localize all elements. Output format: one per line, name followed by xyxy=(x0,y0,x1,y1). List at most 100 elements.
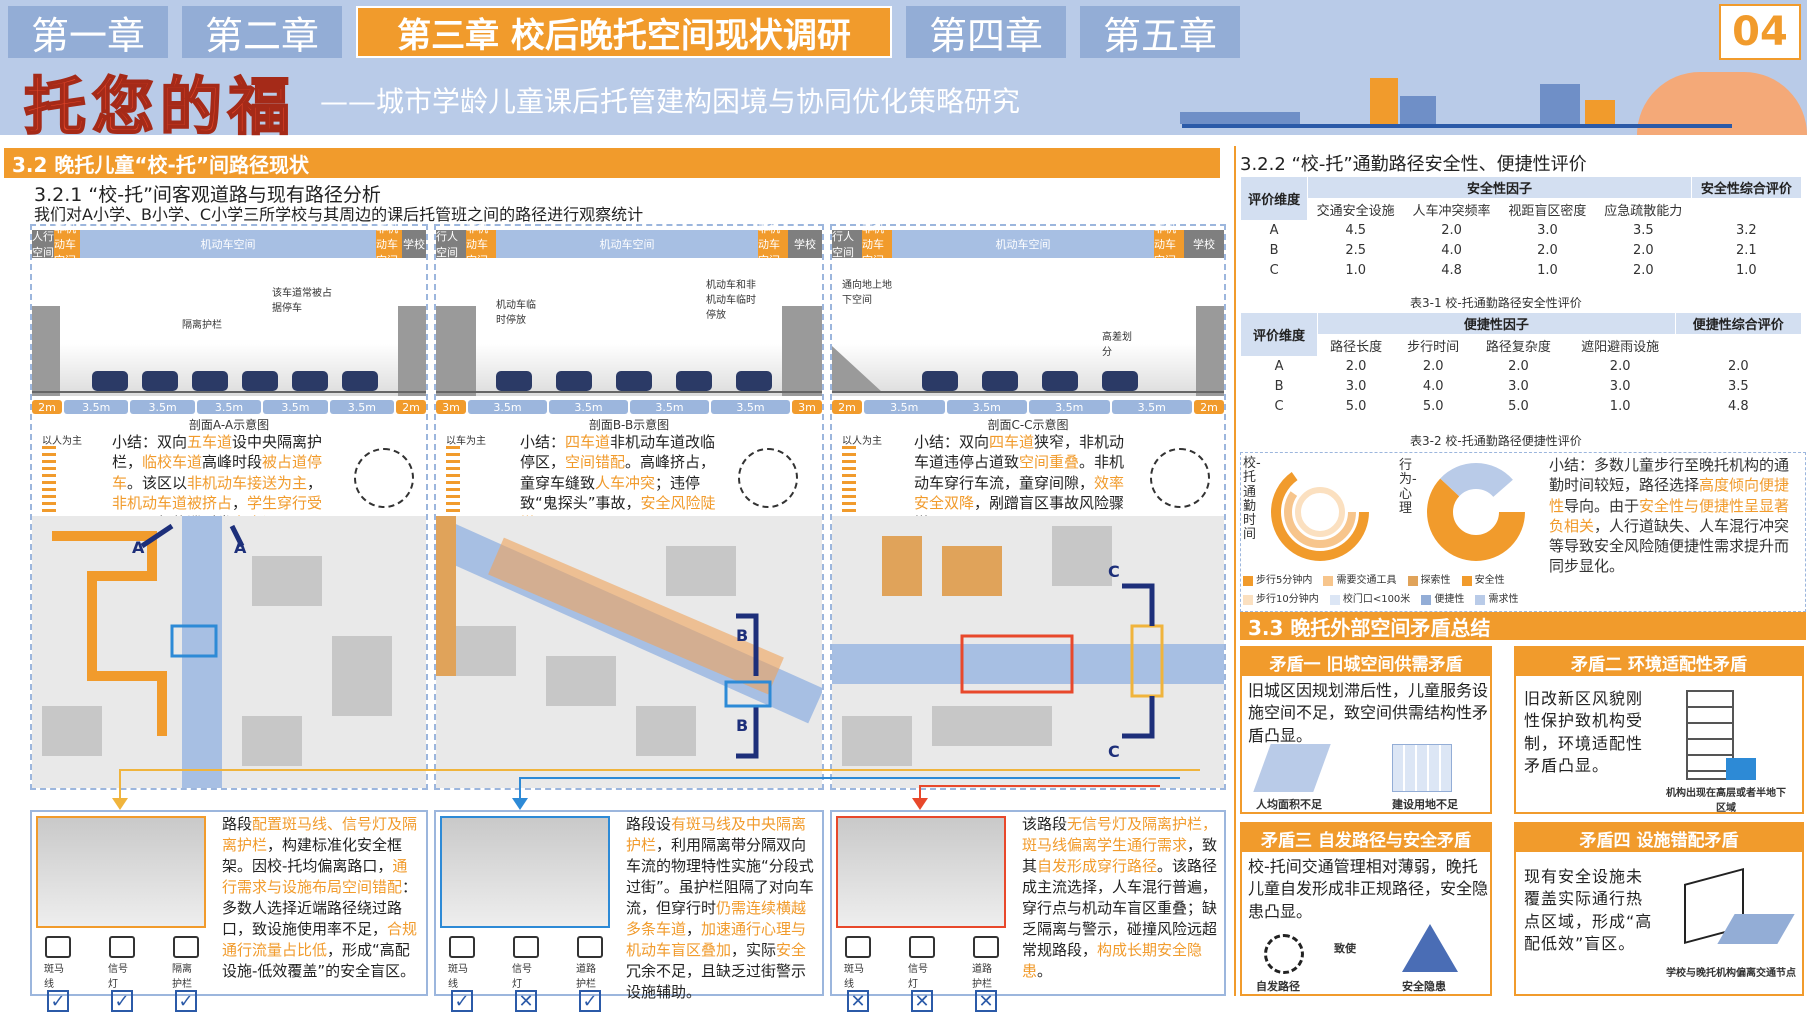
conflict-text: 现有安全设施未覆盖实际通行热点区域，形成“高配低效”盲区。 xyxy=(1524,867,1653,954)
conflict-box-3: 矛盾三 自发路径与安全矛盾 校-托间交通管理相对薄弱，晚托儿童自发形成非正规路径… xyxy=(1240,822,1492,996)
road-diagram-icon xyxy=(42,446,56,524)
summary-text: ，人行道缺失、人车混行冲突等导致安全风险随便捷性需求提升而同步显化。 xyxy=(1549,516,1790,576)
tab-chapter-5[interactable]: 第五章 xyxy=(1080,6,1240,58)
icon-label: 道路护栏 xyxy=(576,964,596,990)
highlight-text: 四车道 xyxy=(989,433,1035,451)
highlight-text: 四车道 xyxy=(565,433,611,451)
page-number: 04 xyxy=(1719,4,1801,60)
icon-caption: 人均面积不足 xyxy=(1256,798,1322,811)
conflict-box-2: 矛盾二 环境适配性矛盾 旧改新区风貌刚性保护致机构受制，环境适配性矛盾凸显。 机… xyxy=(1514,646,1804,814)
dimension-strip: 3m 3.5m 3.5m 3.5m 3.5m 3m xyxy=(436,400,822,414)
factor-header: 步行时间 xyxy=(1394,334,1473,357)
cross-icon: ✕ xyxy=(975,990,997,1012)
dim-label: 3.5m xyxy=(864,400,945,414)
tab-chapter-1[interactable]: 第一章 xyxy=(8,6,168,58)
cell: 4.8 xyxy=(1674,396,1803,417)
cross-section-illustration: 通向地上地下空间 高差划分 xyxy=(832,266,1224,396)
tab-chapter-3[interactable]: 第三章 校后晚托空间现状调研 xyxy=(356,6,892,58)
cell: 1.0 xyxy=(1498,260,1596,281)
cell: 2.0 xyxy=(1403,220,1500,241)
section-caption: 剖面A-A示意图 xyxy=(188,418,270,432)
check-icon: ✓ xyxy=(579,990,601,1012)
conflict-title: 矛盾二 环境适配性矛盾 xyxy=(1516,648,1802,676)
factor-header xyxy=(1674,334,1803,357)
cross-section-panel-a: 人行空间 非机动车空间 机动车空间 非机动车空间 学校 隔离护栏 该车道常被占据… xyxy=(30,222,428,790)
text-fragment: ， xyxy=(307,473,323,492)
case-description: 路段设有斑马线及中央隔离护栏，利用隔离带分隔双向车流的物理特性实施“分段式过街”… xyxy=(626,814,818,1003)
tab-chapter-2[interactable]: 第二章 xyxy=(182,6,342,58)
cell: 2.0 xyxy=(1564,356,1676,377)
text-fragment: 冗余不足，且缺乏过街警示设施辅助。 xyxy=(626,962,807,1001)
highlight-text: 合规通行流量占比低 xyxy=(222,920,418,959)
cars-icon xyxy=(436,306,822,396)
highlight-text: 加速通行心理与机动车盲区叠加 xyxy=(626,920,807,959)
connector-lines xyxy=(112,769,1200,810)
highlight-text: 五车道 xyxy=(187,433,233,451)
dim-label: 3.5m xyxy=(468,400,547,414)
highlight-text: 有斑马线及中央隔离护栏 xyxy=(626,815,807,854)
donut-label: 校-托通勤时间 xyxy=(1243,456,1261,543)
cell: 2.1 xyxy=(1690,240,1803,261)
conflict-text: 旧改新区风貌刚性保护致机构受制，环境适配性矛盾凸显。 xyxy=(1524,689,1644,776)
icon-label: 斑马线 xyxy=(44,964,64,990)
text-fragment: ，实际 xyxy=(731,941,777,959)
facility-icons: 斑马线✕ 信号灯✕ 道路护栏✕ xyxy=(844,936,1000,1012)
annotation-label: 机动车临时停放 xyxy=(496,300,536,326)
tab-chapter-4[interactable]: 第四章 xyxy=(906,6,1066,58)
check-icon: ✓ xyxy=(451,990,473,1012)
check-icon: ✓ xyxy=(175,990,197,1012)
dim-label: 2m xyxy=(1194,400,1224,414)
section-3-2-1-heading: 3.2.1 “校-托”间客观道路与现有路径分析 xyxy=(34,184,381,206)
road-seg-right: 非机动车空间 xyxy=(1154,222,1184,267)
traffic-light-icon xyxy=(909,936,935,958)
cell: 4.0 xyxy=(1394,376,1473,397)
icon-caption: 学校与晚托机构偏离交通节点 xyxy=(1666,968,1796,979)
map-marker: A xyxy=(132,538,145,557)
conflict-title: 矛盾三 自发路径与安全矛盾 xyxy=(1242,824,1490,852)
road-seg-mid: 机动车空间 xyxy=(599,238,655,251)
road-seg-mid: 机动车空间 xyxy=(200,238,256,251)
highlight-text: 安全 xyxy=(776,941,807,959)
cell: 3.0 xyxy=(1498,220,1596,241)
highlight-text: 配置斑马线、信号灯及隔离护栏 xyxy=(222,815,418,854)
chapter-tabs: 第一章 第二章 第三章 校后晚托空间现状调研 第四章 第五章 xyxy=(0,0,1807,60)
cars-icon xyxy=(832,306,1224,396)
icon-caption: 自发路径 xyxy=(1256,980,1300,993)
icon-label: 斑马线 xyxy=(448,964,468,990)
cell: C xyxy=(1239,260,1309,281)
text-fragment: 。该区以 xyxy=(127,473,188,492)
side-label: 以车为主 xyxy=(446,436,486,447)
walking-path-icon xyxy=(1264,934,1304,974)
text-fragment: ， xyxy=(686,920,702,938)
col-header: 评价维度 xyxy=(1239,312,1319,357)
legend-item: 步行10分钟内 xyxy=(1256,594,1319,606)
facility-icons: 斑马线✓ 信号灯✕ 道路护栏✓ xyxy=(448,936,604,1012)
cars-icon xyxy=(32,306,426,396)
text-fragment: ：多数人选择近端路径绕过路口，致设施使用率不足， xyxy=(222,878,418,938)
cell: 1.0 xyxy=(1307,260,1405,281)
highlight-text: 通行需求与设施布局空间错配 xyxy=(222,857,408,896)
cross-section-illustration: 隔离护栏 该车道常被占据停车 xyxy=(32,266,426,396)
convenience-table: 评价维度 便捷性因子 便捷性综合评价 路径长度 步行时间 路径复杂度 遮阳避雨设… xyxy=(1239,312,1803,417)
factor-header: 路径长度 xyxy=(1317,334,1396,357)
dim-label: 3.5m xyxy=(196,400,262,414)
dim-label: 2m xyxy=(832,400,862,414)
icon-label: 隔离护栏 xyxy=(172,964,192,990)
road-seg-left: 非机动车空间 xyxy=(54,222,80,267)
icon-label: 信号灯 xyxy=(908,964,928,990)
ground-level-icon xyxy=(1726,758,1756,780)
intersection-photo xyxy=(36,816,206,928)
donut-label: 行为-心理 xyxy=(1399,458,1417,516)
road-diagram-icon xyxy=(842,446,856,524)
icon-caption: 致使 xyxy=(1334,942,1356,955)
road-seg-right: 学校 xyxy=(402,230,426,258)
cell: 4.8 xyxy=(1403,260,1500,281)
check-icon: ✓ xyxy=(47,990,69,1012)
road-seg-left: 非机动车空间 xyxy=(466,222,496,267)
icon-caption: 安全隐患 xyxy=(1402,980,1446,993)
text-fragment: 。该路径成主流选择，人车混行普遍，穿行点与机动车盲区重叠；缺乏隔离与警示，碰撞风… xyxy=(1022,857,1218,959)
page-title: 托您的福 xyxy=(23,69,297,144)
guardrail-icon xyxy=(973,936,999,958)
text-fragment: 小结：双向 xyxy=(914,433,990,451)
cross-icon: ✕ xyxy=(515,990,537,1012)
